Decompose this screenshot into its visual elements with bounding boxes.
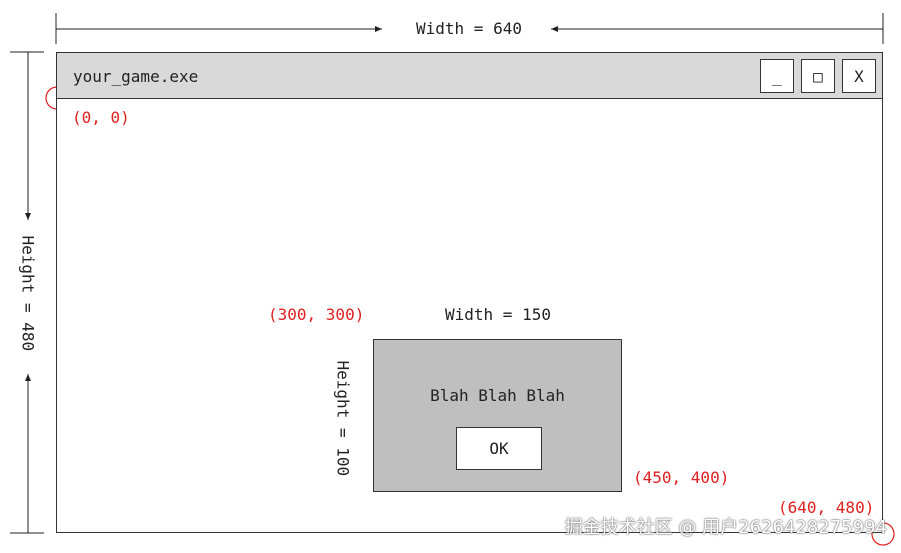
title-bar[interactable]: your_game.exe _ □ X (57, 53, 882, 99)
dialog-bottom-right-coordinate: (450, 400) (633, 468, 730, 487)
dialog-top-left-coordinate: (300, 300) (268, 305, 365, 324)
dialog-width-label: Width = 150 (445, 305, 551, 324)
close-button[interactable]: X (842, 59, 876, 93)
origin-coordinate: (0, 0) (72, 108, 130, 127)
window-bottom-right-coordinate: (640, 480) (778, 498, 875, 517)
watermark: 掘金技术社区 @ 用户2626428275994 (564, 517, 887, 538)
minimize-button[interactable]: _ (760, 59, 794, 93)
window-title: your_game.exe (73, 67, 199, 86)
maximize-button[interactable]: □ (801, 59, 835, 93)
dialog-message: Blah Blah Blah (430, 386, 565, 405)
window-width-label: Width = 640 (416, 19, 522, 38)
dialog-box: Blah Blah Blah OK (373, 339, 622, 492)
window-height-label: Height = 480 (18, 235, 38, 352)
dialog-height-label: Height = 100 (333, 360, 353, 477)
ok-button[interactable]: OK (456, 427, 542, 470)
